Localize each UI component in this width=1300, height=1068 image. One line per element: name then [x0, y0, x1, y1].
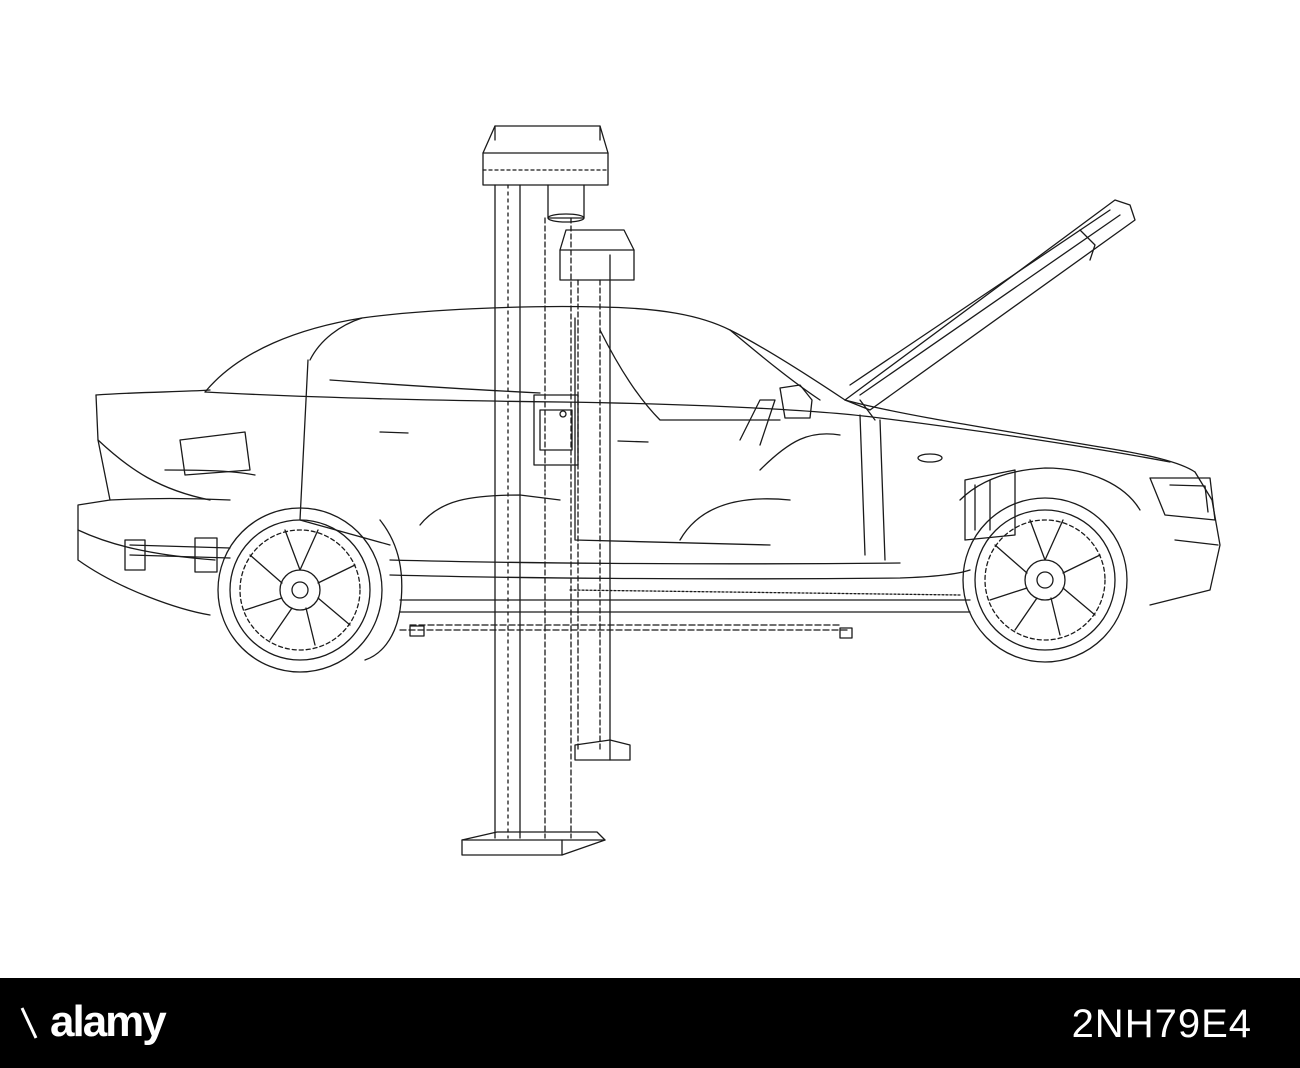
alamy-logo: alamy: [50, 997, 167, 1046]
alamy-logo-icon: [20, 1007, 38, 1039]
open-hood: [844, 199, 1136, 421]
car-lift-wireframe: [77, 125, 1221, 856]
rear-wheel: [217, 507, 403, 673]
front-wheel: [959, 467, 1141, 663]
car-body: [77, 305, 1221, 616]
image-id: 2NH79E4: [1071, 1002, 1252, 1046]
rear-lift-column: [559, 229, 635, 761]
lift-column: [461, 125, 609, 856]
watermark-footer: alamy 2NH79E4: [0, 978, 1300, 1068]
illustration-canvas: [77, 125, 1221, 856]
underbody: [124, 469, 1016, 639]
